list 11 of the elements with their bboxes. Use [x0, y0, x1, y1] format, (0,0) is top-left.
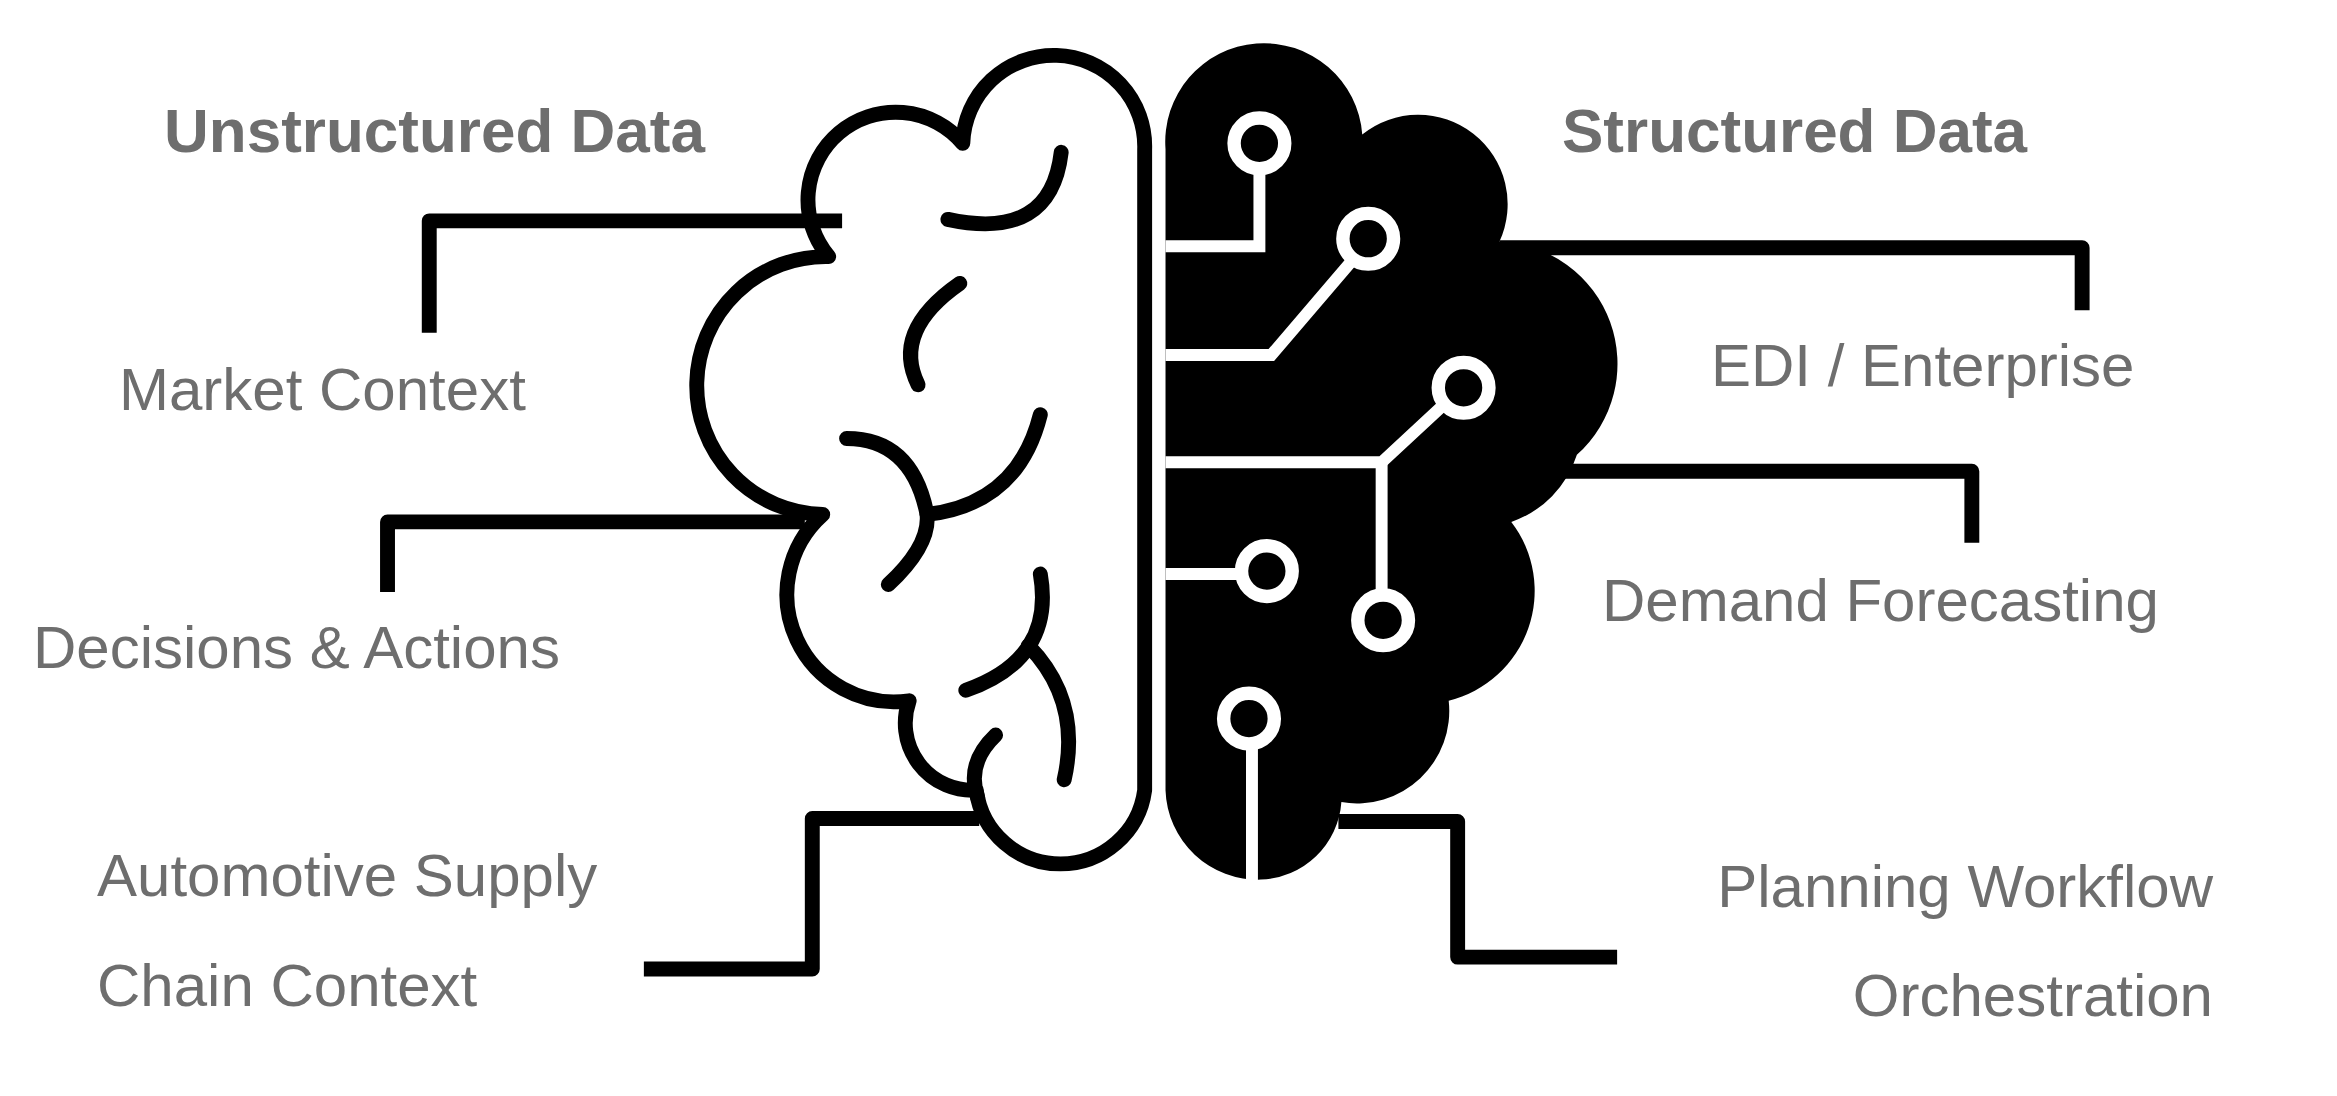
leader-line	[421, 213, 843, 333]
heading: Structured Data	[1562, 96, 2028, 165]
leader-label: EDI / Enterprise	[1711, 332, 2135, 399]
leader-label: Automotive Supply Chain Context	[97, 842, 598, 1019]
heading: Unstructured Data	[164, 96, 705, 165]
leader-label: Market Context	[119, 356, 526, 423]
leader-label: Decisions & Actions	[33, 614, 560, 681]
leader-label: Planning Workflow Orchestration	[1717, 853, 2213, 1029]
leader-line	[1338, 814, 1618, 965]
leader-line	[643, 811, 980, 977]
leader-label: Demand Forecasting	[1602, 567, 2159, 634]
